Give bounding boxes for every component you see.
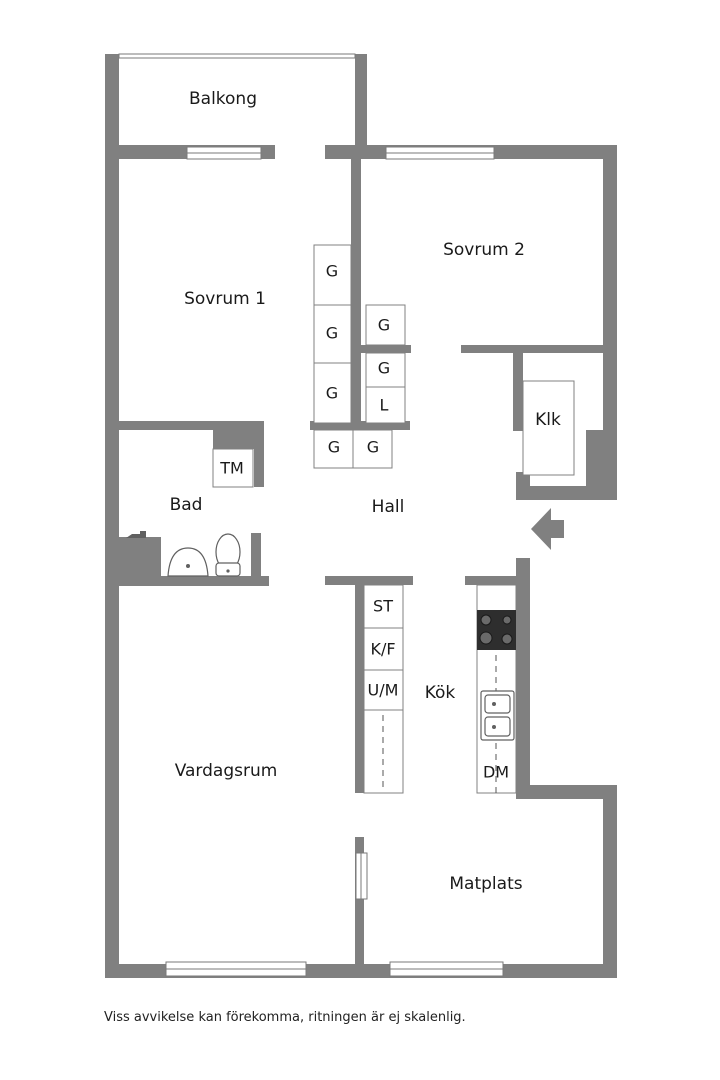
wardrobe-label: G: [326, 324, 338, 343]
wardrobe-label: G: [326, 262, 338, 281]
washbasin-icon: [167, 547, 209, 577]
kitchen-right-row: DM: [476, 584, 517, 794]
linen-closet-label: L: [380, 396, 389, 415]
wardrobe-label: G: [367, 438, 379, 457]
wardrobe-label: G: [328, 438, 340, 457]
room-label-vardagsrum: Vardagsrum: [175, 761, 278, 781]
wardrobe-column-sovrum1: G G G: [313, 244, 352, 424]
kitchen-left-row: ST K/F U/M: [363, 584, 404, 794]
room-label-matplats: Matplats: [449, 874, 522, 894]
entrance-arrow-icon: [531, 508, 564, 550]
fridge-freezer-label: K/F: [370, 640, 395, 659]
oven-microwave-label: U/M: [368, 681, 399, 700]
room-label-sovrum1: Sovrum 1: [184, 289, 266, 309]
balcony-railing: [118, 53, 356, 59]
room-label-kok: Kök: [425, 683, 456, 703]
wardrobe-label: G: [326, 384, 338, 403]
room-label-balkong: Balkong: [189, 89, 257, 109]
room-label-hall: Hall: [372, 497, 405, 517]
room-label-sovrum2: Sovrum 2: [443, 240, 525, 260]
window-matplats: [389, 961, 504, 977]
tap-icon: [126, 531, 146, 538]
wardrobe-column-hall: G G L: [365, 304, 406, 424]
room-label-bad: Bad: [170, 495, 203, 515]
wardrobe-label: G: [378, 359, 390, 378]
window-sovrum1: [186, 146, 262, 160]
window-sovrum2: [385, 146, 495, 160]
svg-text:TM: TM: [219, 459, 244, 478]
closet-klk: [522, 380, 575, 476]
toilet-icon: [215, 533, 241, 577]
divider-window: [355, 852, 368, 900]
dishwasher-label: DM: [483, 763, 509, 782]
stove-icon: [477, 610, 516, 650]
window-vardagsrum: [165, 961, 307, 977]
wardrobe-row-hall: G G: [313, 429, 393, 469]
sink-icon: [480, 690, 515, 741]
storage-label: ST: [373, 597, 393, 616]
interior-walls: [119, 159, 603, 978]
tm-cabinet: TM: [212, 448, 254, 488]
wardrobe-label: G: [378, 316, 390, 335]
room-label-klk: Klk: [535, 410, 561, 430]
disclaimer-footnote: Viss avvikelse kan förekomma, ritningen …: [104, 1010, 466, 1025]
